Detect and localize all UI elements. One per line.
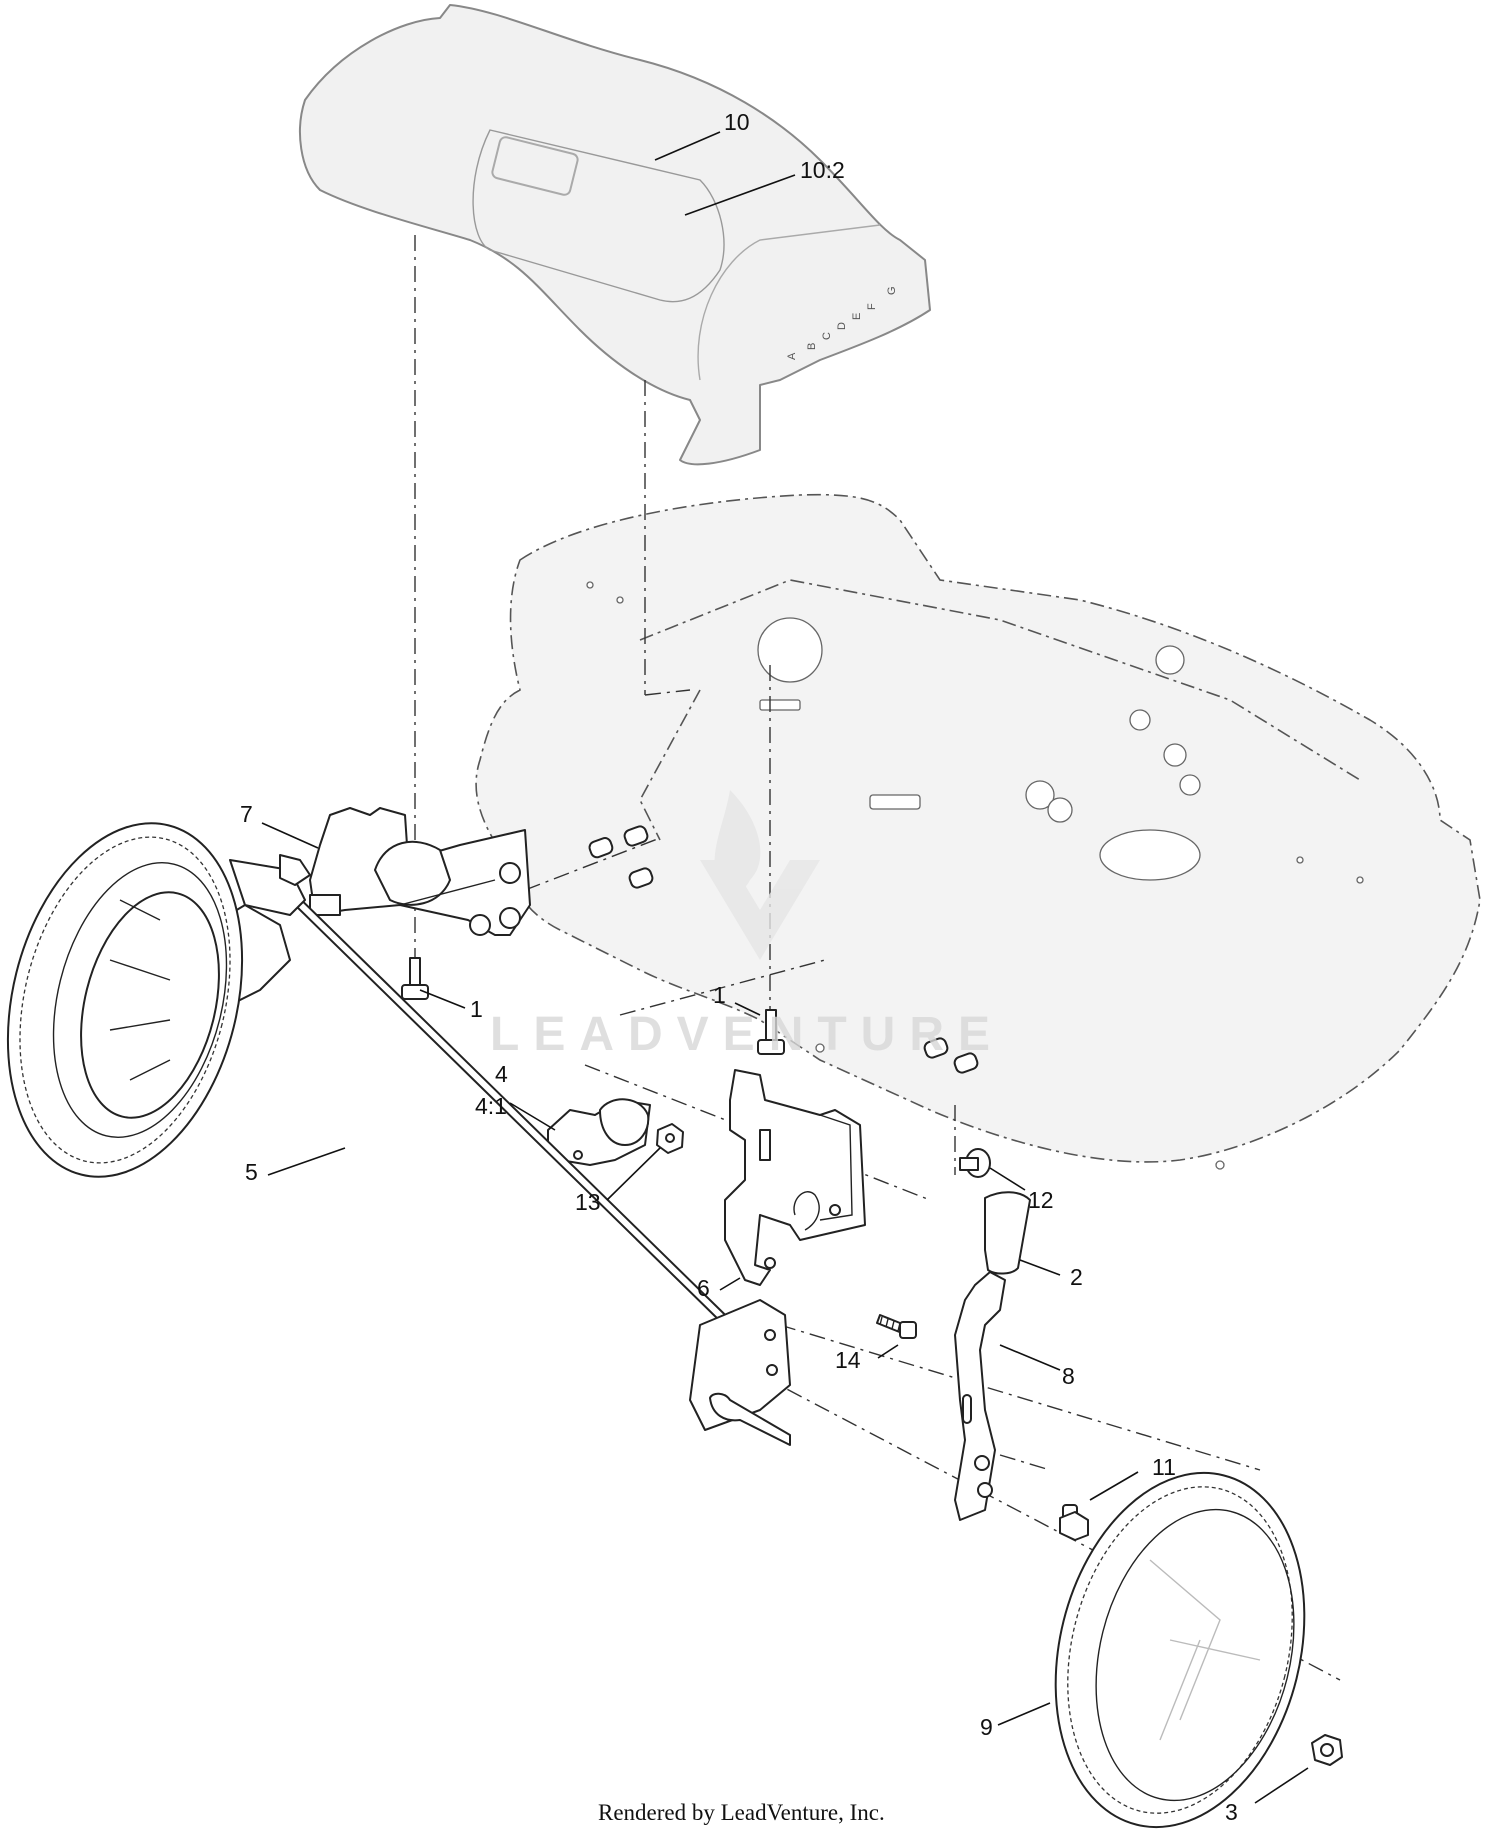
height-scale-letter: E <box>851 313 863 320</box>
callout-7: 7 <box>240 801 253 827</box>
brand-logo <box>491 136 579 196</box>
cap-nut <box>1311 1734 1343 1766</box>
watermark: LEADVENTURE <box>490 790 1004 1061</box>
leader-lines <box>261 131 1309 1804</box>
height-scale-letter: F <box>866 303 878 310</box>
callouts: 10 10:2 7 1 1 4 4:1 5 13 12 2 6 14 8 11 … <box>240 109 1238 1825</box>
bolt-left <box>401 957 429 1000</box>
watermark-text: LEADVENTURE <box>490 1008 1004 1061</box>
hex-nut <box>656 1123 684 1154</box>
bolt-right <box>757 1009 785 1055</box>
height-scale-letter: A <box>786 352 798 360</box>
callout-14: 14 <box>835 1347 861 1373</box>
pivot-block <box>547 1098 651 1166</box>
footer-credit: Rendered by LeadVenture, Inc. <box>598 1800 885 1825</box>
control-panel-shroud <box>299 4 931 466</box>
callout-9: 9 <box>980 1714 993 1740</box>
callout-2: 2 <box>1070 1264 1083 1290</box>
right-height-bracket <box>724 1069 866 1286</box>
right-front-wheel <box>1054 1471 1306 1829</box>
mower-deck-outline <box>475 493 1481 1170</box>
callout-3: 3 <box>1225 1799 1238 1825</box>
flange-bolt <box>1059 1504 1089 1541</box>
height-lever <box>954 1271 1006 1521</box>
callout-6: 6 <box>697 1275 710 1301</box>
height-scale: A B C D E F G <box>786 286 898 360</box>
height-scale-letter: D <box>836 322 848 330</box>
callout-4-1: 4:1 <box>475 1093 507 1119</box>
shoulder-bolt <box>959 1148 991 1178</box>
screw <box>876 1314 917 1339</box>
callout-1-left: 1 <box>470 996 483 1022</box>
rear-axle <box>260 865 791 1446</box>
callout-1-right: 1 <box>713 982 726 1008</box>
callout-5: 5 <box>245 1159 258 1185</box>
height-scale-letter: B <box>806 343 818 350</box>
callout-8: 8 <box>1062 1363 1075 1389</box>
callout-10-2: 10:2 <box>800 157 845 183</box>
callout-11: 11 <box>1152 1454 1176 1480</box>
callout-13: 13 <box>575 1189 601 1215</box>
left-height-bracket <box>309 807 531 936</box>
height-scale-letter: G <box>886 286 898 295</box>
height-scale-letter: C <box>821 332 833 340</box>
left-rear-wheel <box>6 822 244 1178</box>
callout-12: 12 <box>1028 1187 1054 1213</box>
callout-10: 10 <box>724 109 750 135</box>
callout-4: 4 <box>495 1061 508 1087</box>
spacer-pins <box>588 825 979 1074</box>
